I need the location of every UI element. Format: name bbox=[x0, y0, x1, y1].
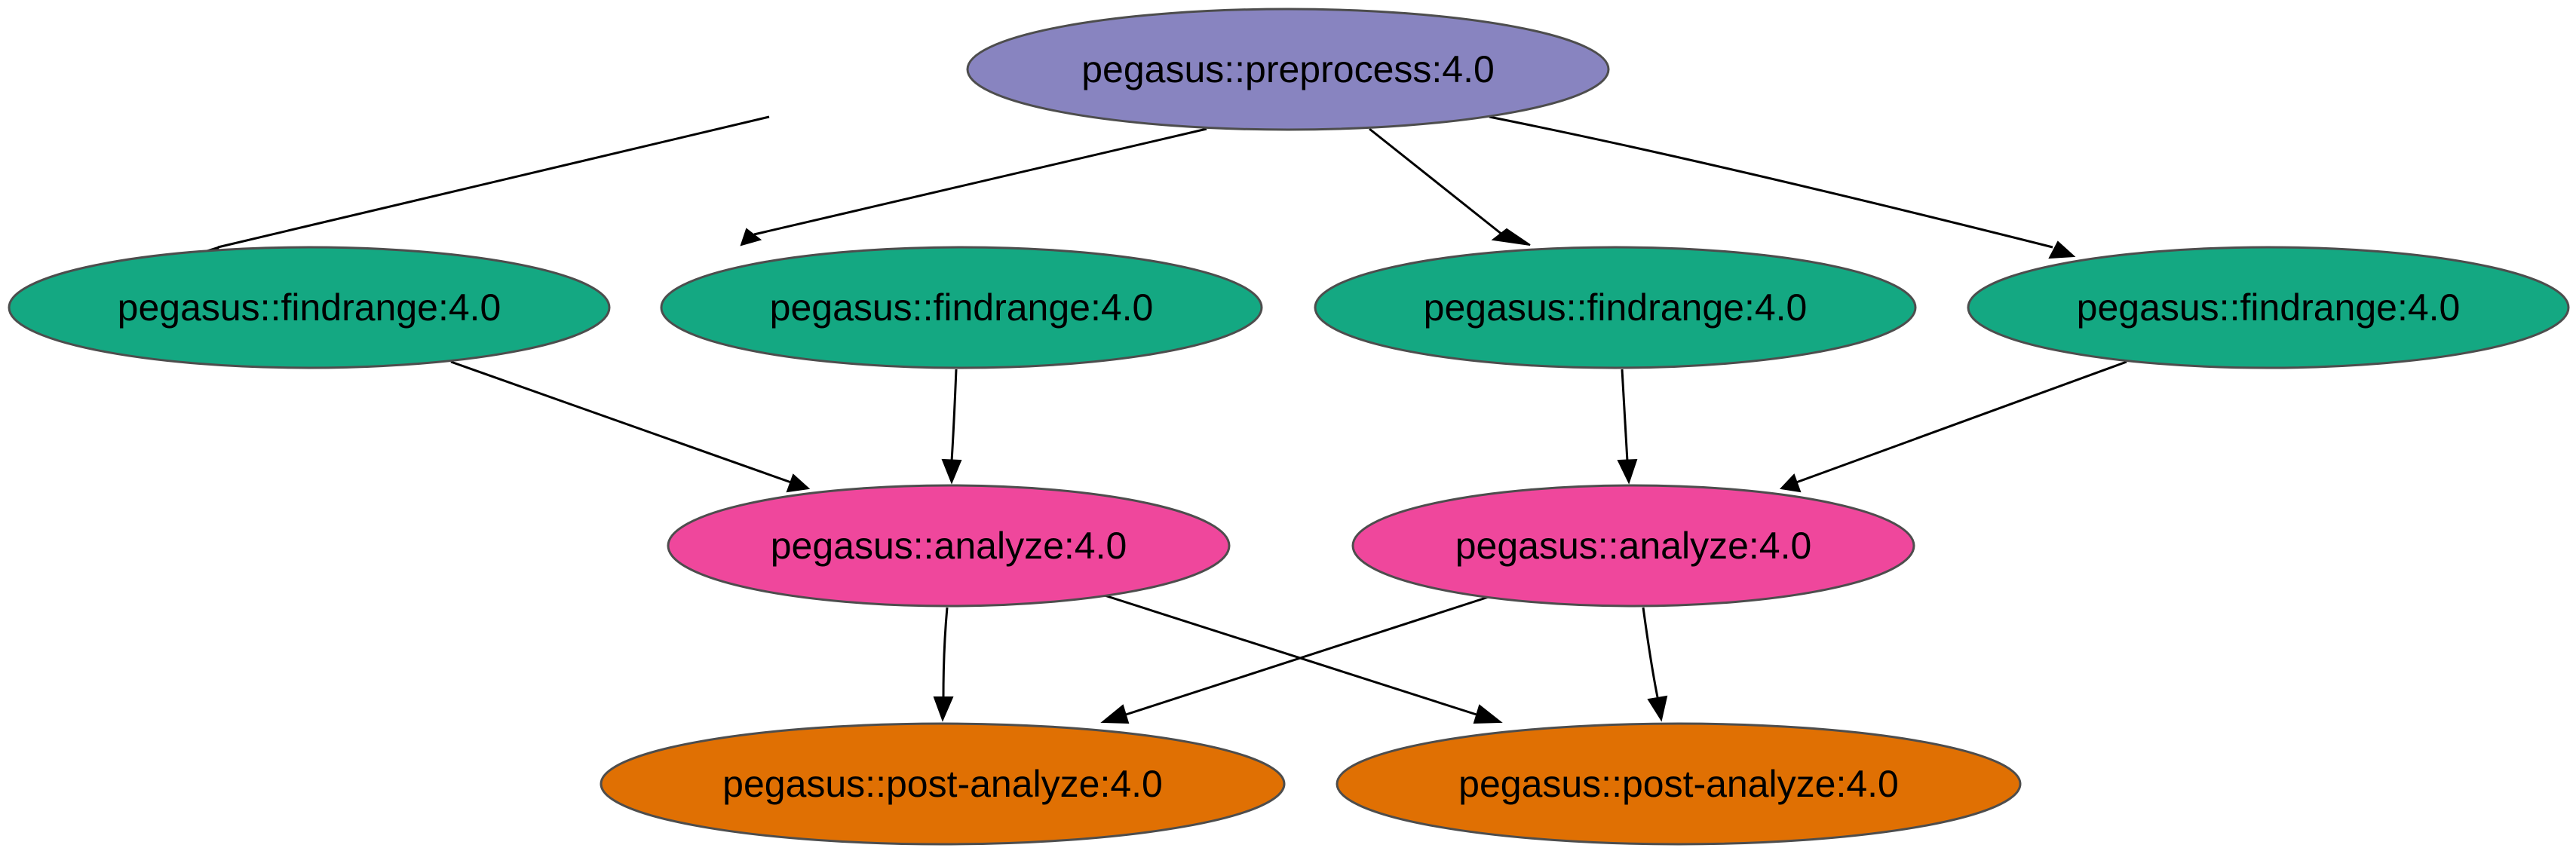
node-findrange-1-shape bbox=[8, 246, 611, 369]
edge-preprocess-to-findrange-2 bbox=[740, 127, 1207, 246]
edge-preprocess-to-findrange-1 bbox=[201, 115, 770, 259]
node-preprocess-label: pegasus::preprocess:4.0 bbox=[1081, 48, 1495, 90]
edge-findrange-1-to-analyze-1 bbox=[450, 360, 811, 493]
edges-layer bbox=[201, 115, 2127, 724]
node-post-analyze-1: pegasus::post-analyze:4.0 bbox=[600, 722, 1286, 846]
node-findrange-2-label: pegasus::findrange:4.0 bbox=[770, 286, 1154, 329]
edge-analyze-2-to-post-analyze-2 bbox=[1642, 607, 1668, 722]
edge-findrange-2-to-analyze-1 bbox=[941, 369, 962, 485]
node-analyze-2-label: pegasus::analyze:4.0 bbox=[1455, 525, 1812, 567]
node-post-analyze-2-label: pegasus::post-analyze:4.0 bbox=[1458, 763, 1899, 805]
node-findrange-3-label: pegasus::findrange:4.0 bbox=[1424, 286, 1808, 329]
node-findrange-4: pegasus::findrange:4.0 bbox=[1967, 246, 2570, 369]
node-analyze-1-label: pegasus::analyze:4.0 bbox=[771, 525, 1127, 567]
node-findrange-2-shape bbox=[660, 246, 1263, 369]
edge-preprocess-to-findrange-4 bbox=[1489, 115, 2076, 259]
node-analyze-2-shape bbox=[1351, 484, 1915, 608]
edge-preprocess-to-findrange-3 bbox=[1369, 127, 1531, 246]
edge-analyze-1-to-post-analyze-1 bbox=[933, 607, 954, 722]
nodes-layer: pegasus::preprocess:4.0 pegasus::findran… bbox=[8, 8, 2570, 846]
node-post-analyze-1-shape bbox=[600, 722, 1286, 846]
node-preprocess-shape bbox=[966, 8, 1610, 131]
node-post-analyze-2: pegasus::post-analyze:4.0 bbox=[1336, 722, 2022, 846]
node-findrange-1-label: pegasus::findrange:4.0 bbox=[118, 286, 501, 329]
edge-analyze-2-to-post-analyze-1 bbox=[1100, 594, 1494, 724]
node-analyze-2: pegasus::analyze:4.0 bbox=[1351, 484, 1915, 608]
node-findrange-4-shape bbox=[1967, 246, 2570, 369]
node-findrange-1: pegasus::findrange:4.0 bbox=[8, 246, 611, 369]
edge-findrange-3-to-analyze-2 bbox=[1617, 369, 1638, 485]
node-post-analyze-2-shape bbox=[1336, 722, 2022, 846]
edge-analyze-1-to-post-analyze-2 bbox=[1104, 594, 1503, 724]
node-post-analyze-1-label: pegasus::post-analyze:4.0 bbox=[722, 763, 1163, 805]
node-preprocess: pegasus::preprocess:4.0 bbox=[966, 8, 1610, 131]
node-analyze-1-shape bbox=[667, 484, 1231, 608]
node-findrange-3-shape bbox=[1314, 246, 1917, 369]
edge-findrange-4-to-analyze-2 bbox=[1779, 360, 2127, 493]
node-findrange-2: pegasus::findrange:4.0 bbox=[660, 246, 1263, 369]
node-analyze-1: pegasus::analyze:4.0 bbox=[667, 484, 1231, 608]
node-findrange-3: pegasus::findrange:4.0 bbox=[1314, 246, 1917, 369]
node-findrange-4-label: pegasus::findrange:4.0 bbox=[2077, 286, 2461, 329]
